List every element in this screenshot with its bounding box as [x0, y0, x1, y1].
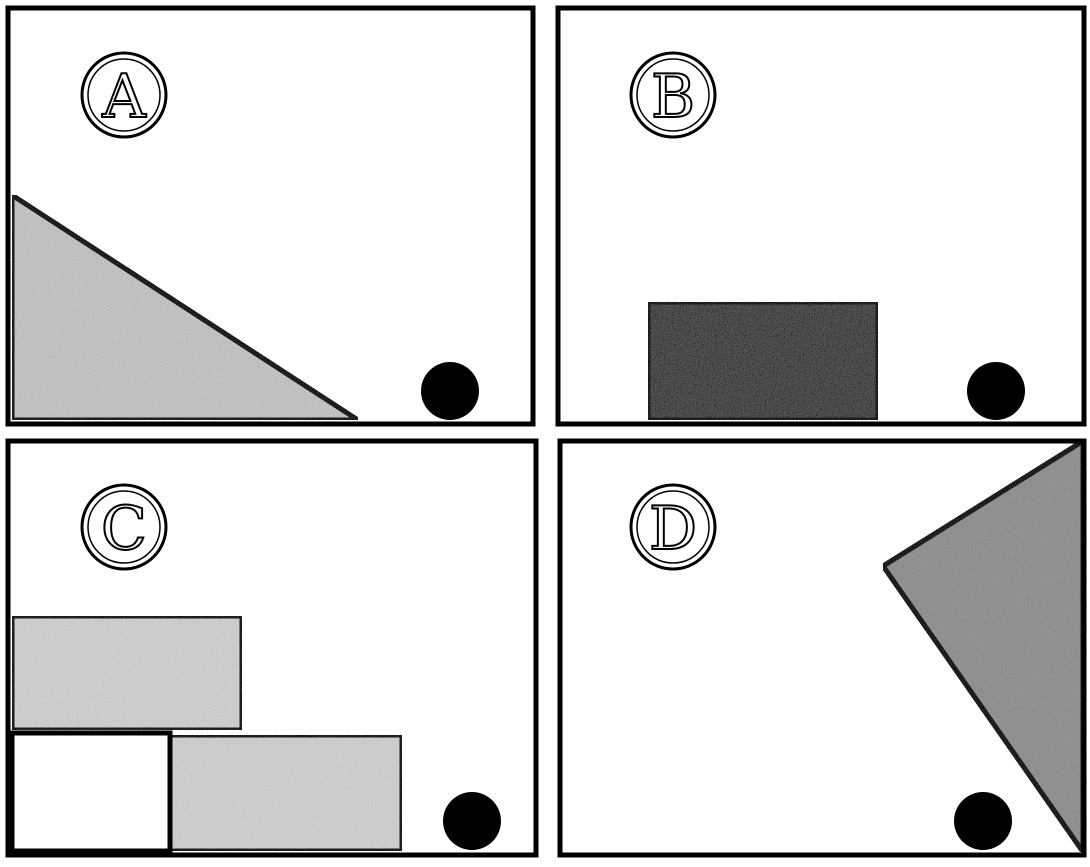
panel-d-wedge-triangle	[883, 441, 1083, 852]
panel-a: A	[8, 8, 533, 424]
panel-c-label: C	[101, 494, 147, 564]
panel-b-label: B	[651, 62, 695, 132]
panel-d: D	[560, 441, 1084, 855]
panel-c-upper-block	[12, 616, 242, 730]
panel-c: C	[8, 441, 536, 855]
panel-d-ball	[954, 792, 1012, 850]
panel-b-ball	[967, 362, 1025, 420]
panel-b-label-badge: B	[631, 53, 715, 137]
panel-d-label: D	[649, 494, 697, 564]
panel-d-label-badge: D	[631, 485, 715, 569]
panel-b-block	[648, 302, 878, 420]
panel-c-lower-right-block	[170, 735, 402, 851]
panel-c-lower-left-block	[12, 733, 170, 851]
panel-a-ball	[421, 362, 479, 420]
panel-c-ball	[443, 792, 501, 850]
panel-a-label: A	[101, 62, 146, 132]
panel-a-ramp-triangle	[12, 195, 358, 420]
panel-c-label-badge: C	[82, 485, 166, 569]
panel-a-label-badge: A	[82, 53, 166, 137]
panel-b: B	[558, 8, 1084, 424]
